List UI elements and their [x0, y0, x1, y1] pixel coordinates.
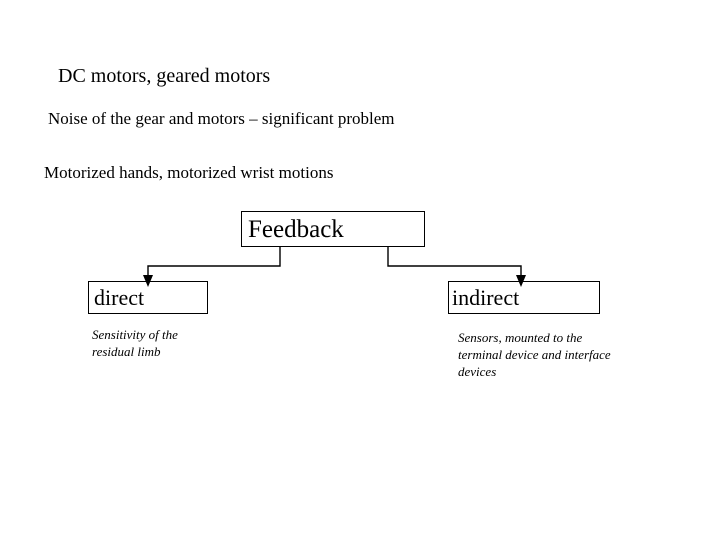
bullet-noise-text: Noise of the gear and motors – significa… [48, 109, 395, 128]
node-box-direct[interactable] [88, 281, 208, 314]
node-label-direct: direct [94, 285, 145, 310]
node-description-indirect: Sensors, mounted to the terminal device … [458, 330, 611, 379]
page-title: DC motors, geared motors [58, 65, 271, 87]
node-description-direct: Sensitivity of the residual limb [92, 327, 178, 359]
node-box-indirect[interactable] [448, 281, 600, 314]
connector-left-path [147, 247, 281, 276]
bullet-motorized-text: Motorized hands, motorized wrist motions [44, 163, 334, 182]
connector-right-path [387, 247, 522, 276]
node-label-indirect: indirect [452, 285, 520, 310]
node-box-feedback[interactable] [241, 211, 425, 247]
node-label-feedback: Feedback [248, 216, 344, 243]
